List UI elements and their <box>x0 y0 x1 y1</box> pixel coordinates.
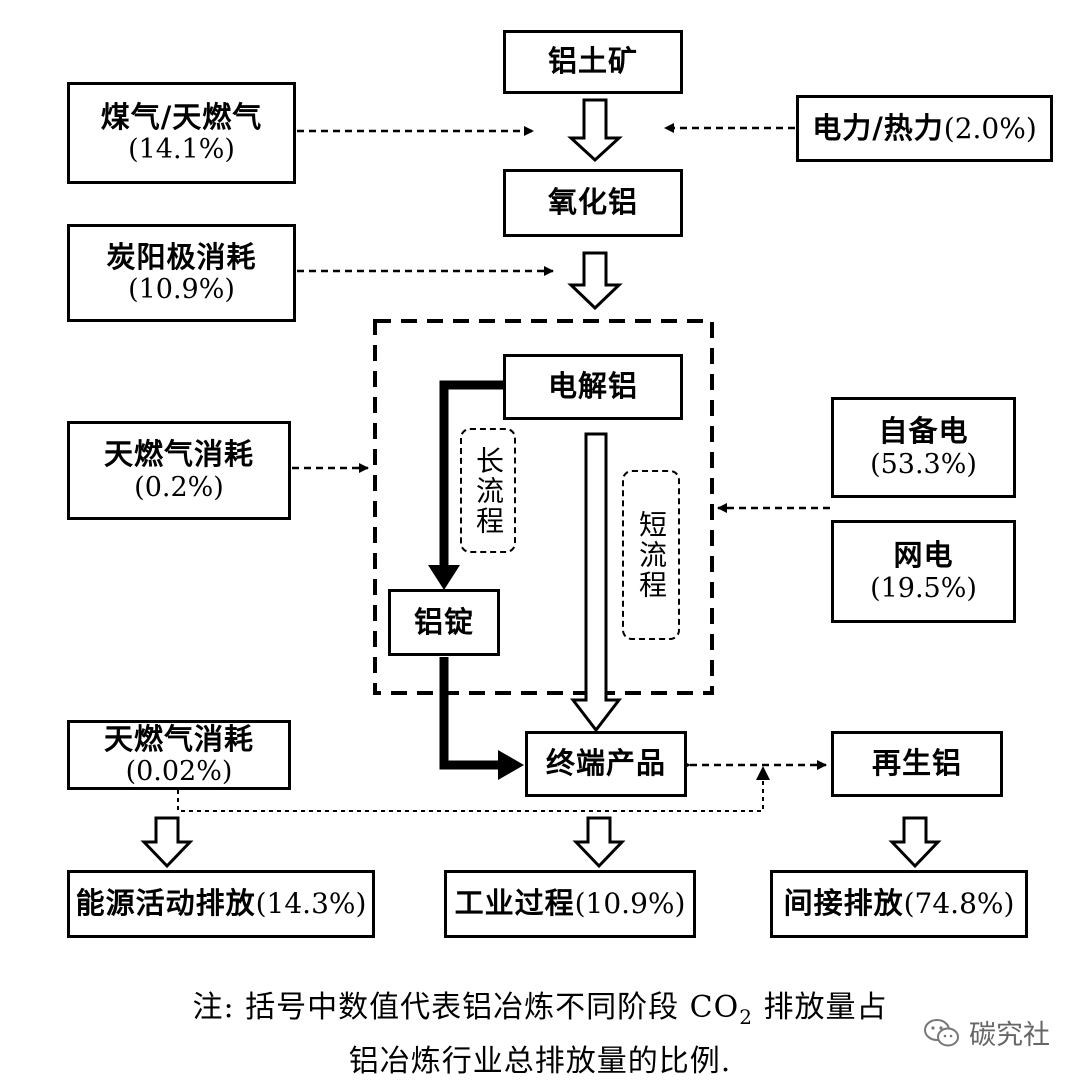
arrow-short-route <box>569 432 623 733</box>
power-heat-box: 电力/热力(2.0%) <box>796 95 1053 162</box>
note-line-1-before: 注: 括号中数值代表铝冶炼不同阶段 CO <box>192 990 740 1025</box>
indirect-emission-label: 间接排放 <box>783 886 904 921</box>
ingot-box: 铝锭 <box>388 589 500 656</box>
indirect-emission-pct: (74.8%) <box>903 887 1015 921</box>
end-product-label: 终端产品 <box>545 746 666 781</box>
natgas-2-pct: (0.02%) <box>125 756 233 788</box>
gas-box: 煤气/天燃气 (14.1%) <box>67 82 296 184</box>
industrial-emission-text: 工业过程(10.9%) <box>454 886 686 921</box>
process-region <box>373 319 714 695</box>
electrolytic-box: 电解铝 <box>503 354 683 420</box>
short-route-label-box: 短流程 <box>622 470 680 640</box>
power-heat-label: 电力/热力 <box>812 110 944 145</box>
industrial-emission-box: 工业过程(10.9%) <box>444 870 696 938</box>
self-power-pct: (53.3%) <box>870 448 977 480</box>
wechat-icon <box>924 1018 959 1046</box>
recycled-label: 再生铝 <box>871 746 962 781</box>
electrolytic-label: 电解铝 <box>547 369 638 404</box>
self-power-box: 自备电 (53.3%) <box>831 397 1016 498</box>
energy-emission-label: 能源活动排放 <box>75 886 256 921</box>
alumina-label: 氧化铝 <box>547 185 638 220</box>
ingot-to-product-arrowhead <box>498 750 524 780</box>
carbon-anode-label: 炭阳极消耗 <box>106 239 257 274</box>
gas-pct: (14.1%) <box>128 134 235 166</box>
energy-emission-pct: (14.3%) <box>255 887 367 921</box>
grid-power-label: 网电 <box>893 538 954 573</box>
carbon-anode-pct: (10.9%) <box>128 274 235 306</box>
note-line-1-after: 排放量占 <box>752 990 888 1025</box>
energy-emission-text: 能源活动排放(14.3%) <box>75 886 367 921</box>
arrow-bauxite-alumina <box>567 98 623 163</box>
bauxite-label: 铝土矿 <box>547 44 638 79</box>
recycled-box: 再生铝 <box>831 731 1003 797</box>
watermark: 碳究社 <box>923 1013 1050 1052</box>
bauxite-box: 铝土矿 <box>503 30 683 94</box>
long-route-label: 长流程 <box>472 445 505 536</box>
arrow-to-indirect <box>888 816 942 869</box>
industrial-emission-pct: (10.9%) <box>574 887 686 921</box>
power-heat-text: 电力/热力(2.0%) <box>812 110 1037 145</box>
industrial-emission-label: 工业过程 <box>454 886 575 921</box>
indirect-emission-text: 间接排放(74.8%) <box>783 886 1015 921</box>
end-product-box: 终端产品 <box>525 731 687 797</box>
indirect-emission-box: 间接排放(74.8%) <box>770 870 1028 938</box>
long-route-label-box: 长流程 <box>460 428 516 553</box>
long-route-line <box>439 380 503 568</box>
long-route-arrowhead <box>428 565 460 590</box>
carbon-anode-box: 炭阳极消耗 (10.9%) <box>67 224 296 322</box>
arrow-alumina-region <box>567 251 623 311</box>
arrow-to-energy <box>140 816 194 869</box>
watermark-text: 碳究社 <box>969 1020 1050 1051</box>
natgas-box-2: 天燃气消耗 (0.02%) <box>67 720 291 790</box>
note-subscript: 2 <box>739 1005 753 1029</box>
grid-power-pct: (19.5%) <box>870 572 977 604</box>
self-power-label: 自备电 <box>878 414 969 449</box>
natgas-1-pct: (0.2%) <box>134 471 224 503</box>
natgas-1-label: 天燃气消耗 <box>103 437 254 472</box>
short-route-label: 短流程 <box>635 510 668 600</box>
natgas-2-label: 天燃气消耗 <box>103 721 254 756</box>
gas-label: 煤气/天燃气 <box>100 99 263 134</box>
power-heat-pct: (2.0%) <box>943 111 1037 145</box>
natgas2-link-arrowhead <box>756 766 770 780</box>
alumina-box: 氧化铝 <box>503 169 683 237</box>
note-line-2: 铝冶炼行业总排放量的比例. <box>348 1044 732 1079</box>
energy-emission-box: 能源活动排放(14.3%) <box>67 870 375 938</box>
ingot-label: 铝锭 <box>413 604 474 639</box>
natgas-box-1: 天燃气消耗 (0.2%) <box>67 421 291 520</box>
ingot-to-product-line <box>439 657 500 770</box>
arrow-to-industrial <box>572 816 626 869</box>
note-line-1: 注: 括号中数值代表铝冶炼不同阶段 CO2 排放量占 <box>0 982 1080 1029</box>
natgas2-dashed-link <box>177 778 764 812</box>
grid-power-box: 网电 (19.5%) <box>831 520 1016 623</box>
